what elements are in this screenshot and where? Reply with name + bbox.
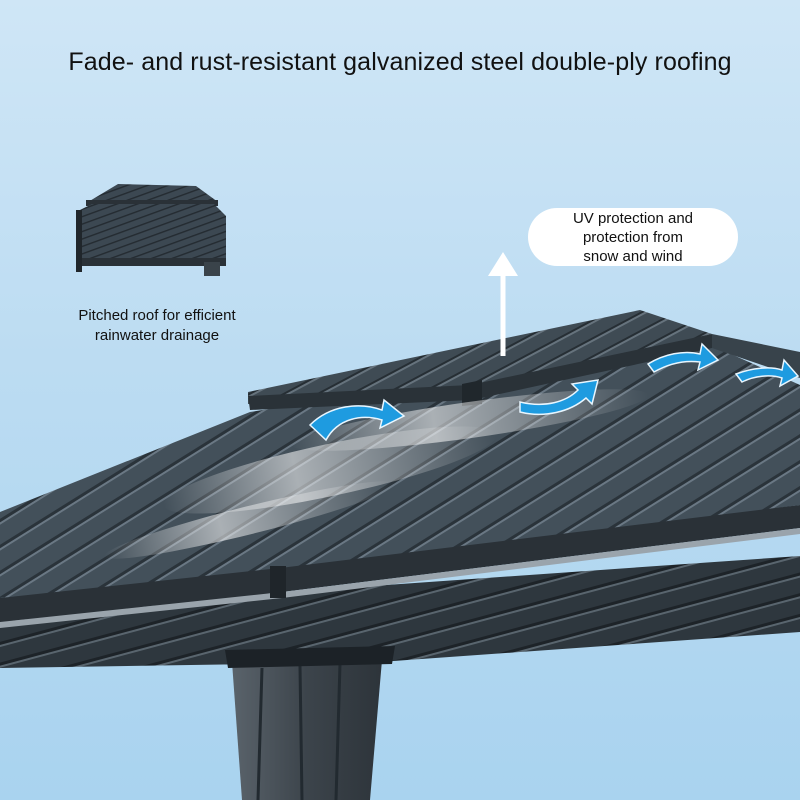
inset-roof-thumbnail bbox=[76, 184, 226, 276]
headline: Fade- and rust-resistant galvanized stee… bbox=[68, 48, 732, 76]
roof-underside bbox=[0, 556, 800, 668]
up-arrow-icon bbox=[488, 252, 518, 356]
callout-line3: snow and wind bbox=[583, 247, 683, 265]
inset-caption: Pitched roof for efficient rainwater dra… bbox=[52, 306, 262, 346]
airflow-arrow-icon bbox=[308, 342, 800, 442]
upper-roof bbox=[248, 310, 800, 410]
callout-line1: UV protection and bbox=[572, 209, 694, 227]
callout-line2: protection from bbox=[582, 228, 684, 246]
inset-caption-line1: Pitched roof for efficient bbox=[78, 307, 236, 324]
uv-protection-callout: UV protection and protection from snow a… bbox=[528, 208, 738, 266]
inset-caption-line2: rainwater drainage bbox=[94, 327, 220, 344]
gazebo-post-curtain bbox=[225, 646, 395, 800]
